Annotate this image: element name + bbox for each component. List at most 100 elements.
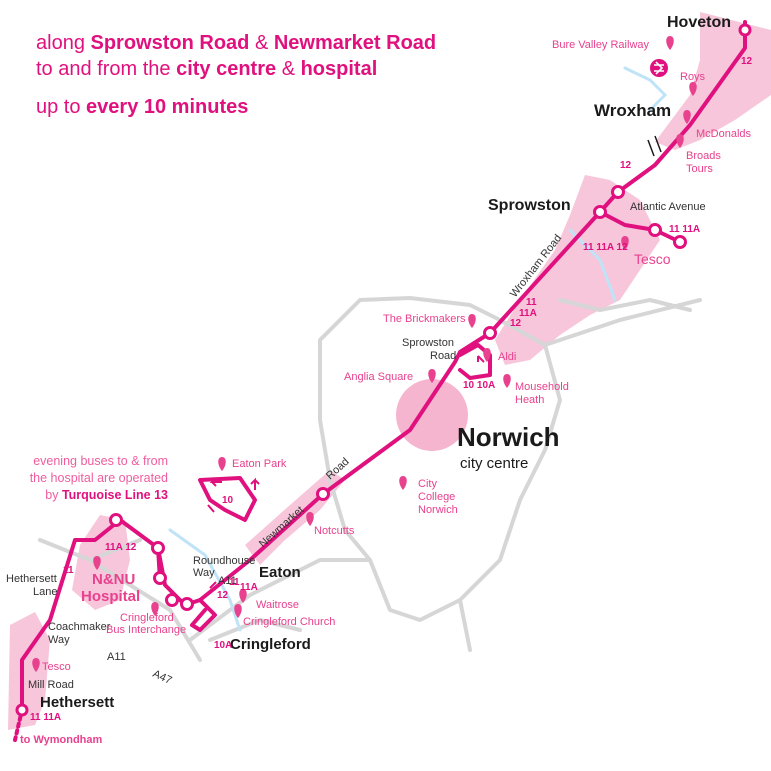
evening-note: evening buses to & from the hospital are… xyxy=(22,453,168,504)
poi-interchange-2: Bus Interchange xyxy=(106,624,186,636)
place-sprowston: Sprowston xyxy=(488,197,571,214)
direction-arrow-icon xyxy=(207,504,215,513)
pin-icon xyxy=(503,374,511,388)
header-text: & xyxy=(249,32,274,54)
direction-arrow-icon xyxy=(209,477,222,487)
poi-mcdonalds: McDonalds xyxy=(696,128,752,140)
road-a11-lower: A11 xyxy=(107,651,126,663)
route-11-11a-hethersett: 11 11A xyxy=(30,712,61,723)
poi-wymondham: to Wymondham xyxy=(20,734,103,746)
header-line-2: to and from the city centre & hospital xyxy=(36,58,377,81)
route-12-wroxham-road: 12 xyxy=(620,160,632,171)
header-line-1: along Sprowston Road & Newmarket Road xyxy=(36,32,436,55)
poi-mousehold-2: Heath xyxy=(515,394,544,406)
stop-tesco xyxy=(673,235,687,249)
place-hethersett: Hethersett xyxy=(40,694,114,711)
poi-cringleford-church: Cringleford Church xyxy=(243,616,335,628)
direction-arrow-icon xyxy=(477,355,485,363)
stop-newmarket xyxy=(316,487,330,501)
route-12-hoveton: 12 xyxy=(741,56,753,67)
poi-mousehold-1: Mousehold xyxy=(515,381,569,393)
poi-tesco-hethersett: Tesco xyxy=(42,661,71,673)
header-sprowston-road: Sprowston Road xyxy=(90,32,250,54)
route-10a-cringleford: 10A xyxy=(214,640,232,651)
poi-interchange-1: Cringleford xyxy=(120,612,174,624)
road-east xyxy=(543,298,702,347)
header-city-centre: city centre xyxy=(176,58,277,80)
hethersett-area xyxy=(8,612,50,730)
route-12-brickmakers: 12 xyxy=(510,318,522,329)
route-11-11a-12-sprowston: 11 11A 12 xyxy=(583,242,628,253)
place-city-centre: city centre xyxy=(460,455,528,472)
place-cringleford: Cringleford xyxy=(230,636,311,653)
place-hoveton: Hoveton xyxy=(667,14,731,31)
evening-note-line: evening buses to & from xyxy=(33,454,168,468)
route-11-eaton: 11 xyxy=(229,577,240,588)
road-hethersett-lane-1: Hethersett xyxy=(6,573,57,585)
header-text: along xyxy=(36,32,91,54)
header-text: to and from the xyxy=(36,58,177,80)
header-line-3: up to every 10 minutes xyxy=(36,96,248,119)
poi-aldi: Aldi xyxy=(498,351,516,363)
route-11: 11 xyxy=(526,297,537,308)
poi-city-college-3: Norwich xyxy=(418,504,458,516)
direction-arrows xyxy=(207,355,485,589)
evening-note-line: by Turquoise Line 13 xyxy=(22,487,168,504)
road-network xyxy=(38,296,702,662)
route-eaton-park-loop xyxy=(198,476,257,522)
poi-broads-1: Broads xyxy=(686,150,721,162)
poi-eaton-park: Eaton Park xyxy=(232,458,287,470)
route-11a-eaton: 11A xyxy=(240,582,258,593)
road-coachmaker-1: Coachmaker xyxy=(48,621,111,633)
road-west xyxy=(38,538,142,562)
poi-city-college-2: College xyxy=(418,491,455,503)
evening-note-prefix: by xyxy=(45,488,62,502)
road-a11 xyxy=(188,558,372,642)
place-wroxham: Wroxham xyxy=(594,101,671,120)
rivers xyxy=(168,66,668,632)
rail-icon xyxy=(650,59,668,77)
stop-sprowston-north xyxy=(611,185,625,199)
poi-notcutts: Notcutts xyxy=(314,525,355,537)
stop-sprowston xyxy=(593,205,607,219)
poi-tesco-sprowston: Tesco xyxy=(634,251,671,267)
pin-icon xyxy=(666,36,674,50)
stop-hethersett xyxy=(15,703,29,717)
road-a11-upper: A11 xyxy=(218,575,237,587)
poi-broads-2: Tours xyxy=(686,163,713,175)
place-norwich: Norwich xyxy=(457,422,560,452)
road-a47 xyxy=(88,558,202,662)
route-cringleford-loop xyxy=(190,598,217,632)
poi-nnu-2: Hospital xyxy=(81,588,140,605)
road-hethersett-lane-2: Lane xyxy=(33,586,57,598)
route-atlantic-branch xyxy=(598,210,682,244)
road-sprowston-2: Road xyxy=(430,350,456,362)
header-hospital: hospital xyxy=(300,58,378,80)
railway-crossing xyxy=(647,135,662,157)
route-11-hospital: 11 xyxy=(63,565,74,576)
river-yare xyxy=(168,528,242,632)
stop-hoveton xyxy=(738,23,752,37)
road-sprowston-1: Sprowston xyxy=(402,337,454,349)
poi-city-college-1: City xyxy=(418,478,437,490)
poi-bure-valley: Bure Valley Railway xyxy=(552,39,650,51)
stops xyxy=(15,23,752,717)
route-main-line xyxy=(183,20,747,607)
route-mousehold-loop xyxy=(458,343,492,380)
stop-atlantic-1 xyxy=(648,223,662,237)
road-coachmaker-2: Way xyxy=(48,634,70,646)
route-11-11a-atlantic: 11 11A xyxy=(669,224,700,235)
place-eaton: Eaton xyxy=(259,564,301,581)
direction-arrow-icon xyxy=(250,477,260,490)
road-roundhouse-1: Roundhouse xyxy=(193,555,255,567)
stop-interchange-2 xyxy=(180,597,194,611)
header-text: up to xyxy=(36,96,87,118)
route-11a: 11A xyxy=(519,308,537,319)
road-south xyxy=(458,598,472,652)
ring-road xyxy=(318,296,562,622)
turquoise-line-13: Turquoise Line 13 xyxy=(61,488,168,502)
header-text: & xyxy=(276,58,301,80)
poi-waitrose: Waitrose xyxy=(256,599,299,611)
stop-brickmakers xyxy=(483,326,497,340)
